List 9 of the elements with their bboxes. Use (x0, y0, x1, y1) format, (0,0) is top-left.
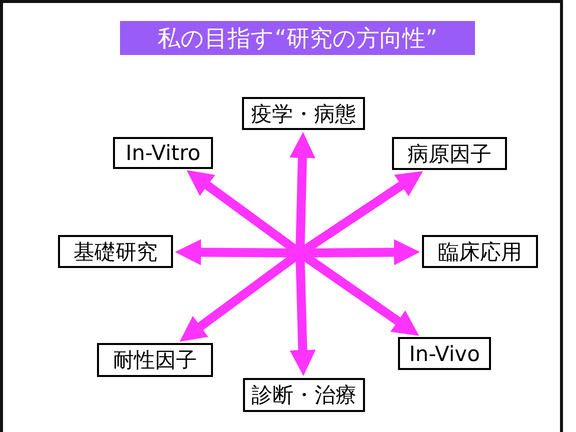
label-box: 病原因子 (392, 137, 507, 170)
label-box: 疫学・病態 (242, 97, 365, 130)
label-box: 基礎研究 (58, 235, 173, 268)
title-banner: 私の目指す“研究の方向性” (120, 21, 475, 55)
label-box: In-Vivo (398, 337, 491, 370)
label-box: 診断・治療 (243, 378, 365, 412)
label-box: In-Vitro (113, 137, 213, 169)
label-box: 臨床応用 (422, 235, 538, 268)
label-box: 耐性因子 (97, 343, 213, 377)
